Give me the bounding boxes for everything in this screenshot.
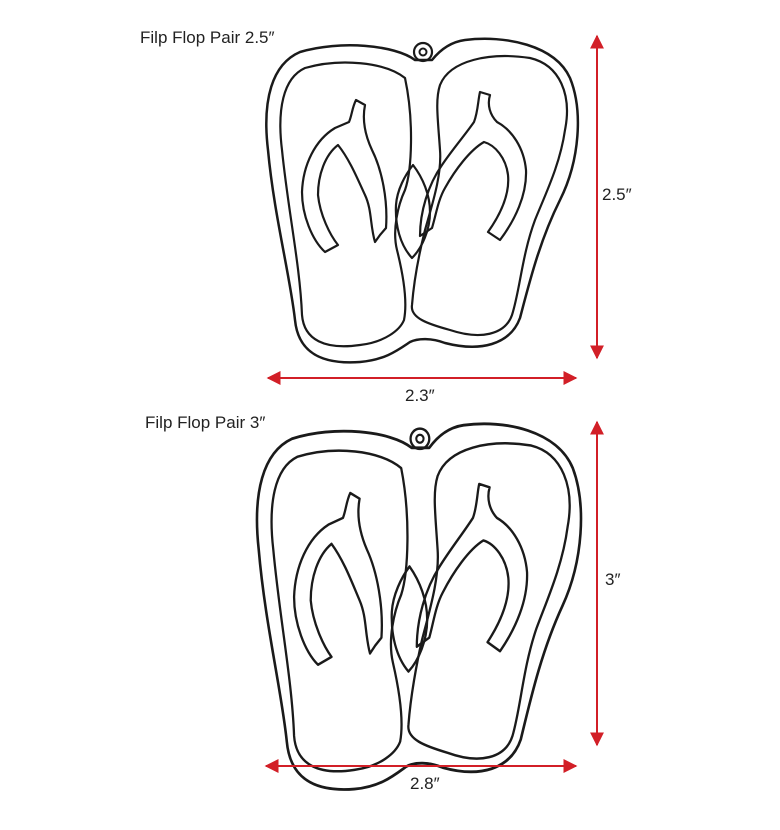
flip-flop-pair-2 [255,422,583,791]
panel-title-3-inch: Filp Flop Pair 3″ [145,413,266,432]
width-label-1: 2.3″ [405,386,435,405]
height-label-2: 3″ [605,570,621,589]
flip-flop-pair-1 [265,37,580,364]
panel-title-2-5-inch: Filp Flop Pair 2.5″ [140,28,275,47]
height-label-1: 2.5″ [602,185,632,204]
width-label-2: 2.8″ [410,774,440,793]
